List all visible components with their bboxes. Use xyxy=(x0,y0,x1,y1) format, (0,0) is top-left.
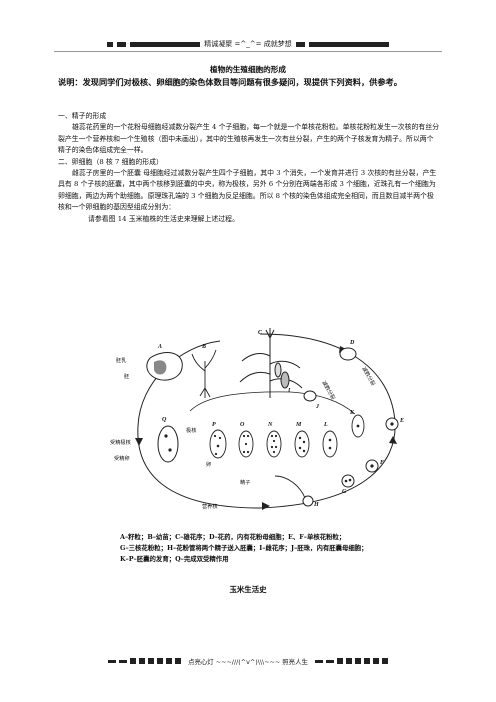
caption-line: K–P–胚囊的发育；Q–完成双受精作用 xyxy=(120,555,229,563)
footer-deco xyxy=(381,658,388,664)
female-inflorescence-icon xyxy=(280,371,290,389)
ovule-icon xyxy=(303,390,317,402)
label-l: L xyxy=(323,422,328,428)
label-k: K xyxy=(349,410,355,416)
embryo-sac-series xyxy=(209,414,365,459)
doc-title: 植物的生殖细胞的形成 xyxy=(210,65,286,74)
footer-deco xyxy=(119,659,128,663)
section-heading: 一、精子的形成 xyxy=(58,112,107,120)
footer-deco xyxy=(175,658,182,664)
label-sperm: 精子 xyxy=(240,478,250,486)
label-q: Q xyxy=(162,417,167,423)
figure-caption: A–籽粒；B–幼苗；C–雄花序；D–花药，内有花粉母细胞；E、F–单核花粉粒； … xyxy=(120,532,400,565)
corn-plant-icon xyxy=(239,328,303,398)
footer-deco xyxy=(148,658,155,664)
footer-deco xyxy=(363,658,370,664)
footer-deco xyxy=(139,658,146,664)
figure-title: 玉米生活史 xyxy=(229,585,267,594)
footer-deco xyxy=(314,659,323,663)
header-deco-bar xyxy=(117,41,127,47)
footer-deco xyxy=(108,659,117,663)
label-d: D xyxy=(349,340,355,346)
section-heading: 二、卵细胞（8 核 7 细胞的形成） xyxy=(58,157,163,166)
anther-icon xyxy=(339,347,357,361)
caption-line: A–籽粒；B–幼苗；C–雄花序；D–花药，内有花粉母细胞；E、F–单核花粉粒； xyxy=(120,533,346,541)
page-footer: 点亮心灯 ~~~///(^v^)\\\~~~ 照亮人生 xyxy=(0,655,496,667)
arrow-icon xyxy=(389,436,397,444)
label-meiosis-right: 减数分裂 xyxy=(360,365,377,387)
label-g: G xyxy=(342,489,347,495)
kernel-icon xyxy=(146,352,183,381)
header-rule xyxy=(54,51,442,52)
header-deco-bar xyxy=(107,41,114,47)
label-b: B xyxy=(201,344,206,350)
label-m: M xyxy=(295,422,302,428)
pollen-icon xyxy=(341,474,355,488)
footer-deco xyxy=(354,658,361,664)
figure-reference: 请参看图 14 玉米植株的生活史来理解上述过程。 xyxy=(88,214,239,223)
label-p: P xyxy=(212,422,216,428)
label-polar: 极核 xyxy=(186,426,196,434)
corn-life-cycle-figure: A B C D E F G H I J K L M N O P Q 胚乳 胚 受… xyxy=(110,326,410,516)
footer-deco xyxy=(345,658,352,664)
label-f: F xyxy=(380,460,384,466)
label-o: O xyxy=(240,422,245,428)
label-endosperm: 胚乳 xyxy=(116,356,126,364)
label-a: A xyxy=(157,344,162,350)
header-deco-bar xyxy=(295,41,305,47)
doc-body: 一、精子的形成 雄蕊花药里的一个花粉母细胞经减数分裂产生 4 个子细胞，每一个就… xyxy=(58,111,440,225)
section-paragraph: 雄蕊花药里的一个花粉母细胞经减数分裂产生 4 个子细胞，每一个就是一个单核花粉粒… xyxy=(58,123,440,155)
label-fertilized-egg: 受精卵 xyxy=(114,454,130,462)
page-header: 精诚凝聚 =^_^= 成就梦想 xyxy=(0,38,496,50)
label-e: E xyxy=(399,418,404,424)
doc-note: 说明：发现同学们对极核、卵细胞的染色体数目等问题有很多疑问，现提供下列资料，供参… xyxy=(58,77,402,87)
pollen-tube-icon xyxy=(274,475,306,499)
label-embryo: 胚 xyxy=(124,373,129,380)
footer-deco xyxy=(372,658,379,664)
footer-deco xyxy=(336,658,343,664)
inner-arc xyxy=(189,391,356,415)
header-deco-bar xyxy=(308,41,389,47)
header-text: 精诚凝聚 =^_^= 成就梦想 xyxy=(204,40,292,48)
label-vegetative: 营养核 xyxy=(202,502,218,510)
footer-deco xyxy=(325,659,334,663)
footer-deco xyxy=(166,658,173,664)
fertilized-embryo-sac-icon xyxy=(157,425,179,463)
label-egg: 卵 xyxy=(206,460,211,468)
label-h: H xyxy=(313,502,319,508)
cycle-arc xyxy=(137,333,396,509)
header-deco-bar xyxy=(130,41,201,47)
footer-deco xyxy=(157,658,164,664)
seedling-icon xyxy=(191,349,217,398)
section-paragraph: 雌蕊子房里的一个胚囊 母细胞经过减数分裂产生四个子细胞，其中 3 个消失，一个发… xyxy=(58,169,437,212)
arrow-icon xyxy=(262,502,270,510)
footer-deco xyxy=(130,658,137,664)
label-i: I xyxy=(287,388,291,394)
life-cycle-diagram: A B C D E F G H I J K L M N O P Q 胚乳 胚 受… xyxy=(110,328,404,510)
label-c: C xyxy=(258,330,263,336)
caption-line: G–三核花粉粒；H–花粉管将两个精子送入胚囊；I–雌花序；J–胚珠，内有胚囊母细… xyxy=(120,544,368,552)
footer-text: 点亮心灯 ~~~///(^v^)\\\~~~ 照亮人生 xyxy=(188,657,308,666)
label-j: J xyxy=(315,404,320,410)
arrow-icon xyxy=(135,438,143,446)
label-fertilized-polar: 受精极核 xyxy=(110,438,131,446)
label-n: N xyxy=(267,422,273,428)
